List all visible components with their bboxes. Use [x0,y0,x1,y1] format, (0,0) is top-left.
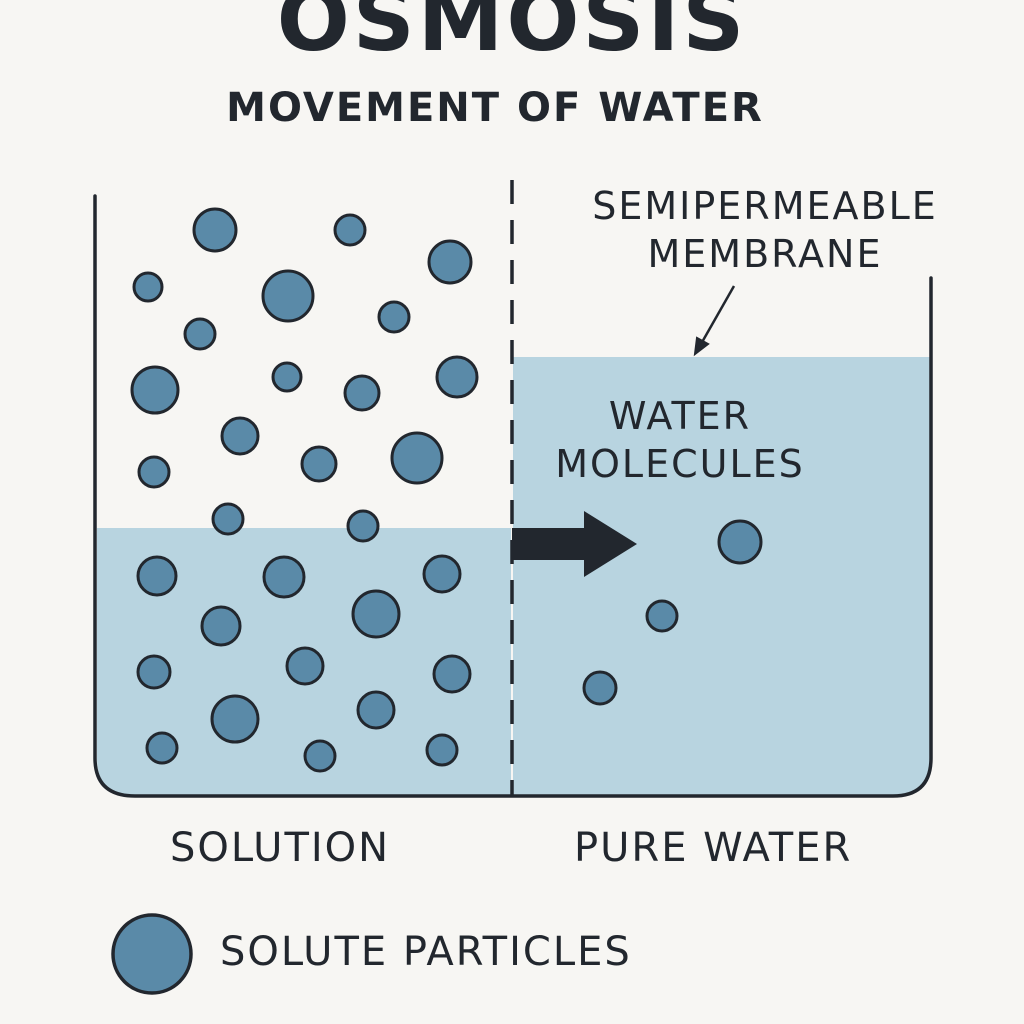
solute-particle [305,741,335,771]
pure-water-label: PURE WATER [574,826,852,870]
solute-particle [202,607,240,645]
membrane-label-line2: MEMBRANE [560,230,970,278]
solute-particle [147,733,177,763]
solute-particle [379,302,409,332]
solute-particle [437,357,477,397]
solute-particle [138,557,176,595]
solute-particle [358,692,394,728]
solute-particle [264,557,304,597]
solute-particle [348,511,378,541]
solute-particle [132,367,178,413]
solute-particle [434,656,470,692]
solute-particle [134,273,162,301]
solute-particle [302,447,336,481]
solute-particle [392,433,442,483]
solute-particle [212,696,258,742]
membrane-label-line1: SEMIPERMEABLE [560,182,970,230]
water-label-line1: WATER [520,392,840,440]
solute-particle [287,648,323,684]
solute-particle [353,591,399,637]
solute-particle [335,215,365,245]
solute-particle [647,601,677,631]
solute-particle [185,319,215,349]
membrane-label: SEMIPERMEABLE MEMBRANE [560,182,970,278]
solute-particle [584,672,616,704]
solute-particle [424,556,460,592]
diagonal-arrow-icon [695,286,734,354]
water-molecules-label: WATER MOLECULES [520,392,840,488]
legend-label: SOLUTE PARTICLES [220,930,632,974]
solute-particle [139,457,169,487]
solute-particle [429,241,471,283]
solution-label: SOLUTION [170,826,390,870]
solute-particle [273,363,301,391]
solute-particle [222,418,258,454]
solute-particle [719,521,761,563]
solute-particle [427,735,457,765]
legend-particle-icon [113,915,191,993]
solute-particle [138,656,170,688]
water-label-line2: MOLECULES [520,440,840,488]
solute-particle [263,271,313,321]
solute-particle [213,504,243,534]
solute-particle [345,376,379,410]
solute-particle [194,209,236,251]
